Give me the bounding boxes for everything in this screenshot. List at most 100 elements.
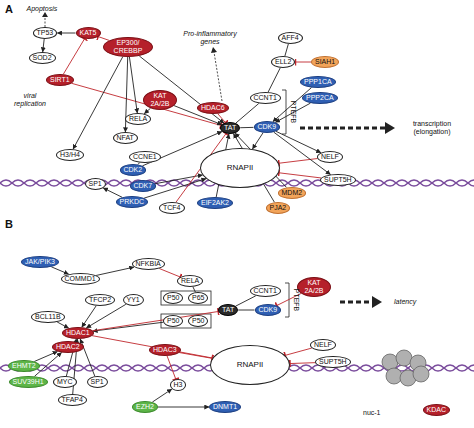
inhibition-connector: [290, 362, 315, 364]
node-text: PJA2: [270, 204, 287, 212]
node-text: EHMT2: [12, 362, 36, 370]
node-text: TFCP2: [89, 296, 111, 304]
annotation-text: PTEFB: [292, 289, 300, 312]
node-text: MDM2: [282, 189, 303, 197]
protein-node: KAT 2A/2B: [143, 90, 177, 110]
histone: [396, 350, 412, 366]
node-text: EZH2: [136, 403, 154, 411]
protein-node: TCF4: [159, 202, 185, 214]
node-text: CDK9: [258, 123, 277, 131]
node-text: RNAPII: [227, 164, 254, 172]
node-text: TP53: [37, 29, 54, 37]
nucleosome: [382, 350, 429, 386]
node-text: SIRT1: [50, 76, 70, 84]
node-text: AFF4: [282, 34, 299, 42]
activation-connector: [103, 188, 122, 197]
inhibition-connector: [279, 173, 321, 178]
activation-connector: [144, 108, 150, 113]
protein-node: ELL2: [271, 56, 295, 68]
node-text: MYC: [57, 378, 73, 386]
node-text: HDAC2: [56, 343, 80, 351]
activation-connector: [152, 389, 171, 402]
inhibition-connector: [93, 311, 219, 330]
protein-node: SP1: [87, 376, 108, 388]
protein-node: PRKDC: [116, 196, 149, 208]
node-text: NFAT: [117, 134, 134, 142]
node-text: NFKBIA: [136, 260, 161, 268]
activation-connector: [285, 44, 288, 56]
protein-node: RELA: [125, 113, 151, 125]
protein-node: RELA: [177, 275, 203, 287]
node-text: PRKDC: [120, 198, 145, 206]
node-text: SP1: [89, 180, 102, 188]
node-text: KAT 2A/2B: [147, 92, 173, 108]
protein-node: SIAH1: [311, 56, 339, 68]
protein-node: HDAC3: [149, 344, 181, 356]
protein-node: NELF: [310, 339, 336, 351]
node-text: JAK/PIK3: [25, 258, 55, 266]
activation-connector: [96, 267, 134, 275]
node-text: RELA: [181, 277, 199, 285]
protein-node: COMMD1: [61, 273, 100, 285]
inhibition-connector: [92, 336, 212, 358]
protein-node: CCNE1: [129, 151, 161, 163]
node-text: DNMT1: [213, 403, 237, 411]
protein-node: H3/H4: [56, 149, 84, 161]
node-text: COMMD1: [65, 275, 96, 283]
node-text: TAT: [224, 124, 236, 132]
node-text: SUPT5H: [324, 176, 352, 184]
polymerase-ellipse: RNAPII: [200, 148, 280, 188]
protein-node: PPP2CA: [302, 92, 338, 104]
protein-node: AFF4: [278, 32, 303, 44]
protein-node: YY1: [123, 294, 144, 306]
node-text: KAT 2A/2B: [301, 279, 327, 295]
protein-node: SUPT5H: [320, 174, 356, 186]
activation-connector: [268, 68, 280, 92]
outcome-arrows: [42, 12, 395, 308]
node-text: P50: [192, 317, 204, 325]
activation-connector: [57, 322, 69, 328]
protein-node: P50: [188, 315, 208, 327]
inhibition-connector: [218, 114, 226, 123]
brackets: [161, 90, 289, 328]
node-text: EP300/ CREBBP: [107, 39, 149, 55]
annotation-text: nuc-1: [363, 409, 381, 417]
protein-node: HDAC1: [62, 327, 94, 339]
activation-connector: [34, 352, 57, 362]
node-text: PPP1CA: [304, 78, 332, 86]
protein-node: PPP1CA: [300, 76, 336, 88]
protein-node: BCL11B: [31, 311, 65, 323]
inhibition-connector: [295, 62, 311, 63]
protein-node: SIRT1: [46, 74, 74, 86]
node-text: P50: [167, 294, 179, 302]
node-text: BCL11B: [35, 313, 61, 321]
protein-node: SP1: [85, 178, 106, 190]
activation-connector: [51, 267, 68, 274]
node-text: TCF4: [163, 204, 181, 212]
protein-node: KDAC: [423, 404, 450, 416]
dashed-arrow: [214, 52, 222, 101]
node-text: KDAC: [427, 406, 446, 414]
activation-connector: [57, 33, 75, 34]
protein-node: JAK/PIK3: [21, 256, 59, 268]
arrowhead: [372, 296, 382, 308]
arrowhead: [42, 12, 48, 17]
annotation-text: viral replication: [10, 92, 50, 108]
dashed-arrow: [340, 301, 372, 304]
node-text: RELA: [129, 115, 147, 123]
histone: [413, 366, 429, 382]
annotation-text: PTEFB: [289, 101, 297, 124]
node-text: H3/H4: [60, 151, 80, 159]
annotation-text: Apoptosis: [27, 5, 58, 13]
node-text: ELL2: [275, 58, 291, 66]
activation-connector: [158, 407, 209, 408]
node-text: SIAH1: [315, 58, 335, 66]
protein-node: NELF: [317, 151, 343, 163]
node-text: RNAPII: [237, 361, 264, 369]
connector-group: [34, 33, 330, 407]
protein-node: P65: [188, 292, 208, 304]
node-text: H3: [174, 381, 183, 389]
protein-node: CCNT1: [250, 285, 281, 297]
